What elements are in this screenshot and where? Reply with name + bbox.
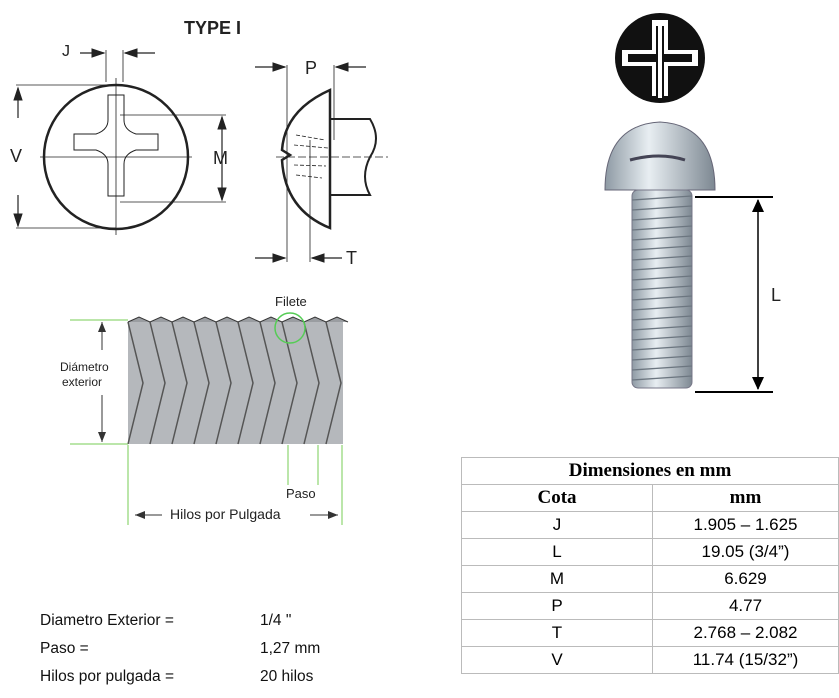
screw-photo bbox=[604, 121, 773, 393]
label-v: V bbox=[10, 146, 23, 166]
spec-value: 1,27 mm bbox=[260, 640, 321, 657]
cota-cell: T bbox=[461, 619, 653, 647]
label-filete: Filete bbox=[275, 294, 307, 309]
column-header: Cota bbox=[461, 484, 653, 512]
label-p: P bbox=[305, 58, 318, 78]
spec-label: Hilos por pulgada = bbox=[40, 668, 174, 685]
mm-cell: 1.905 – 1.625 bbox=[652, 511, 839, 539]
spec-value: 1/4 " bbox=[260, 612, 292, 629]
cota-cell: P bbox=[461, 592, 653, 620]
mm-cell: 6.629 bbox=[652, 565, 839, 593]
table-title: Dimensiones en mm bbox=[461, 457, 839, 485]
label-diametro: Diámetro bbox=[60, 360, 109, 374]
label-l: L bbox=[771, 285, 782, 305]
thread-diagram bbox=[70, 312, 349, 525]
spec-label: Paso = bbox=[40, 640, 89, 657]
cota-cell: M bbox=[461, 565, 653, 593]
label-exterior: exterior bbox=[62, 375, 103, 389]
label-paso: Paso bbox=[286, 486, 316, 501]
label-j: J bbox=[62, 43, 70, 60]
mm-cell: 19.05 (3/4”) bbox=[652, 538, 839, 566]
diagram-title: TYPE I bbox=[184, 18, 242, 38]
head-side-view bbox=[255, 62, 388, 263]
head-top-view bbox=[13, 48, 227, 235]
column-header: mm bbox=[652, 484, 839, 512]
label-m: M bbox=[213, 148, 228, 168]
cota-cell: J bbox=[461, 511, 653, 539]
mm-cell: 4.77 bbox=[652, 592, 839, 620]
spec-label: Diametro Exterior = bbox=[40, 612, 174, 629]
phillips-drive-icon bbox=[615, 13, 705, 103]
label-t: T bbox=[346, 248, 357, 268]
cota-cell: L bbox=[461, 538, 653, 566]
cota-cell: V bbox=[461, 646, 653, 674]
mm-cell: 11.74 (15/32”) bbox=[652, 646, 839, 674]
label-hilos: Hilos por Pulgada bbox=[170, 506, 281, 522]
mm-cell: 2.768 – 2.082 bbox=[652, 619, 839, 647]
spec-value: 20 hilos bbox=[260, 668, 314, 685]
